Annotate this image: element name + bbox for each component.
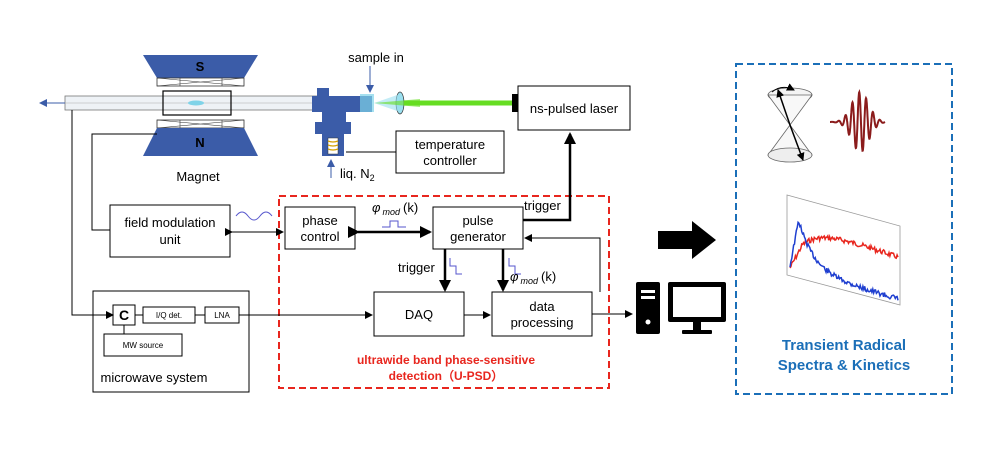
field-modulation-label-1: field modulation (124, 215, 215, 230)
laser-label: ns-pulsed laser (530, 101, 619, 116)
sample-spot (188, 100, 204, 106)
result-title-2: Spectra & Kinetics (778, 357, 911, 374)
magnet-n-pole (143, 128, 258, 156)
oscillation-wave-icon (830, 88, 886, 153)
phase-control-label-1: phase (302, 213, 337, 228)
daq-box (373, 291, 465, 337)
mw-source-box (103, 333, 183, 357)
upsd-region (278, 195, 610, 389)
pulse-generator-label-2: generator (450, 229, 506, 244)
coil-bottom-hatch (156, 119, 245, 129)
upsd-title-1: ultrawide band phase-sensitive (357, 353, 535, 367)
magnet-assembly: S N Magnet (39, 55, 326, 184)
magnet-s-label: S (196, 59, 205, 74)
pulse-icon-left (449, 258, 462, 275)
field-modulation-box (109, 204, 231, 258)
field-modulation-label-2: unit (160, 232, 181, 247)
result-panel (735, 63, 953, 395)
magnet-label: Magnet (176, 169, 220, 184)
pulse-icon-top (382, 220, 406, 228)
kinetics-trace-blue (789, 220, 899, 301)
kinetics-trace-red (789, 233, 899, 269)
data-processing-label-2: processing (511, 315, 574, 330)
sample-in-label: sample in (348, 50, 404, 65)
spectra-kinetics-plot (786, 194, 901, 306)
trigger-label-left: trigger (398, 260, 436, 275)
temperature-controller-box (395, 130, 505, 174)
pulse-icon-right (508, 258, 521, 275)
magnet-n-label: N (195, 135, 204, 150)
phase-control-label-2: control (300, 229, 339, 244)
heater-coil (327, 140, 339, 151)
mw-source-label: MW source (123, 341, 164, 350)
pulse-generator-label-1: pulse (462, 213, 493, 228)
trigger-label-top: trigger (524, 198, 562, 213)
temperature-label-1: temperature (415, 137, 485, 152)
cavity (162, 90, 232, 116)
microwave-system-label: microwave system (101, 370, 208, 385)
laser-box (517, 85, 631, 131)
circulator-label: C (119, 307, 129, 323)
cryostat: sample in liq. N2 (312, 50, 405, 183)
result-arrow (658, 221, 716, 259)
computer-icon (636, 282, 726, 334)
data-processing-box (491, 291, 593, 337)
magnet-s-pole (143, 55, 258, 78)
laser-aperture (512, 94, 518, 112)
pulse-generator-box (432, 206, 524, 250)
upsd-title-2: detection（U-PSD） (389, 368, 504, 383)
liq-n2-label: liq. N2 (340, 166, 375, 183)
modulation-wave-icon (235, 211, 273, 221)
iq-det-label: I/Q det. (156, 311, 182, 320)
coil-top-hatch (156, 77, 245, 87)
temperature-label-2: controller (423, 153, 477, 168)
daq-label: DAQ (405, 307, 433, 322)
cryostat-head (312, 96, 372, 112)
data-processing-label-1: data (529, 299, 555, 314)
result-title-1: Transient Radical (782, 337, 906, 354)
lna-label: LNA (214, 311, 230, 320)
spin-precession-icon (767, 83, 813, 163)
